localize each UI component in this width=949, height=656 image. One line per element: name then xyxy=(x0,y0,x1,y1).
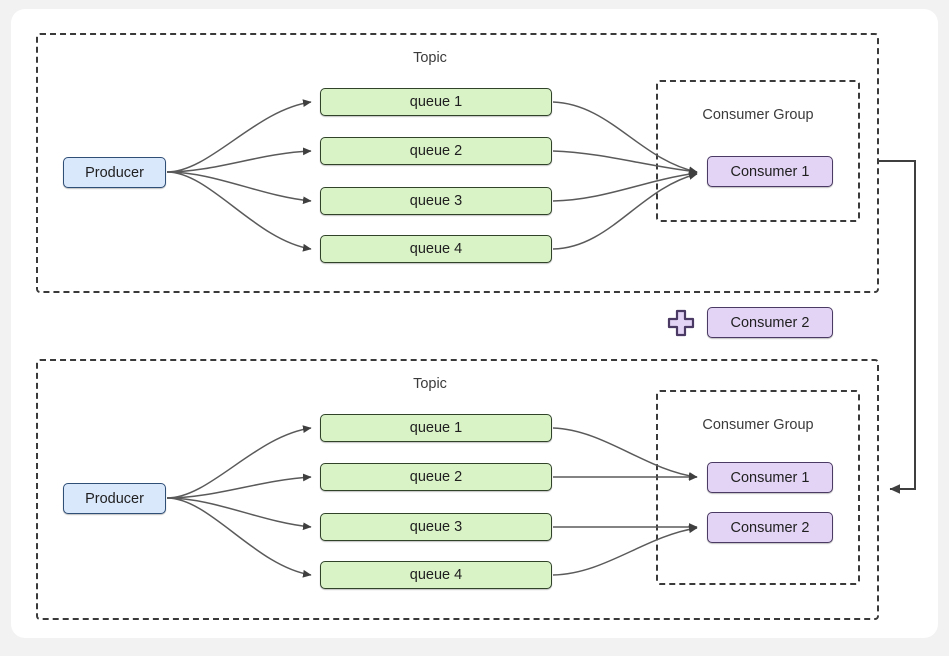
bottom-queue-3-label: queue 3 xyxy=(409,519,463,535)
added-consumer-2-node[interactable]: Consumer 2 xyxy=(707,307,833,338)
top-producer-node[interactable]: Producer xyxy=(63,157,166,188)
bottom-queue-2[interactable]: queue 2 xyxy=(320,463,552,491)
top-producer-label: Producer xyxy=(85,164,144,181)
bottom-topic-label: Topic xyxy=(413,376,447,392)
bottom-consumer-group-label: Consumer Group xyxy=(702,417,814,433)
bottom-queue-1-label: queue 1 xyxy=(409,420,463,436)
top-consumer-1-label: Consumer 1 xyxy=(730,163,810,180)
top-queue-4-label: queue 4 xyxy=(409,241,463,257)
bottom-queue-1[interactable]: queue 1 xyxy=(320,414,552,442)
bottom-consumer-2[interactable]: Consumer 2 xyxy=(707,512,833,543)
top-consumer-1[interactable]: Consumer 1 xyxy=(707,156,833,187)
top-queue-2-label: queue 2 xyxy=(409,143,463,159)
top-topic-label: Topic xyxy=(413,50,447,66)
top-queue-1[interactable]: queue 1 xyxy=(320,88,552,116)
top-consumer-group-label: Consumer Group xyxy=(702,107,814,123)
top-queue-3[interactable]: queue 3 xyxy=(320,187,552,215)
top-queue-4[interactable]: queue 4 xyxy=(320,235,552,263)
bottom-queue-4-label: queue 4 xyxy=(409,567,463,583)
top-queue-3-label: queue 3 xyxy=(409,193,463,209)
bottom-consumer-2-label: Consumer 2 xyxy=(730,519,810,536)
bottom-consumer-group-container xyxy=(656,390,860,585)
top-queue-1-label: queue 1 xyxy=(409,94,463,110)
top-queue-2[interactable]: queue 2 xyxy=(320,137,552,165)
added-consumer-2-label: Consumer 2 xyxy=(730,314,810,331)
bottom-consumer-1-label: Consumer 1 xyxy=(730,469,810,486)
bottom-producer-label: Producer xyxy=(85,490,144,507)
bottom-queue-2-label: queue 2 xyxy=(409,469,463,485)
bottom-consumer-1[interactable]: Consumer 1 xyxy=(707,462,833,493)
bottom-producer-node[interactable]: Producer xyxy=(63,483,166,514)
plus-icon xyxy=(667,309,695,337)
bottom-queue-4[interactable]: queue 4 xyxy=(320,561,552,589)
bottom-queue-3[interactable]: queue 3 xyxy=(320,513,552,541)
top-consumer-group-container xyxy=(656,80,860,222)
